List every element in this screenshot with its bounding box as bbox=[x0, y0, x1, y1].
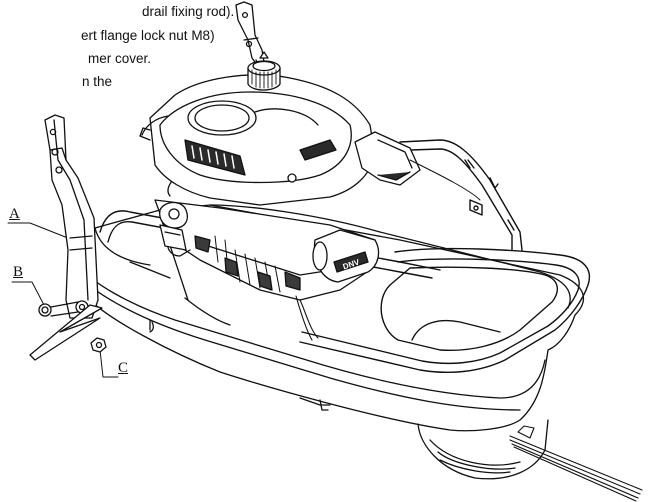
mower-deck bbox=[70, 205, 584, 479]
instruction-line-2: ert flange lock nut M8) bbox=[81, 28, 215, 43]
engine: DNV bbox=[140, 52, 480, 340]
callout-leaders bbox=[8, 223, 118, 377]
callout-label-b: B bbox=[13, 264, 24, 280]
blade-shaft-rods bbox=[510, 426, 642, 501]
bolt-b bbox=[39, 301, 88, 316]
callout-label-a: A bbox=[9, 206, 20, 222]
left-bracket bbox=[30, 115, 106, 360]
callout-label-c: C bbox=[118, 360, 129, 376]
instruction-line-1: drail fixing rod). bbox=[142, 4, 235, 19]
instruction-line-3: mer cover. bbox=[88, 51, 152, 66]
handle-frame bbox=[100, 140, 589, 372]
instruction-line-4: n the bbox=[82, 74, 113, 89]
exhaust-guard: DNV bbox=[313, 230, 379, 282]
fuel-cap bbox=[248, 52, 280, 90]
nut-c bbox=[91, 338, 106, 352]
